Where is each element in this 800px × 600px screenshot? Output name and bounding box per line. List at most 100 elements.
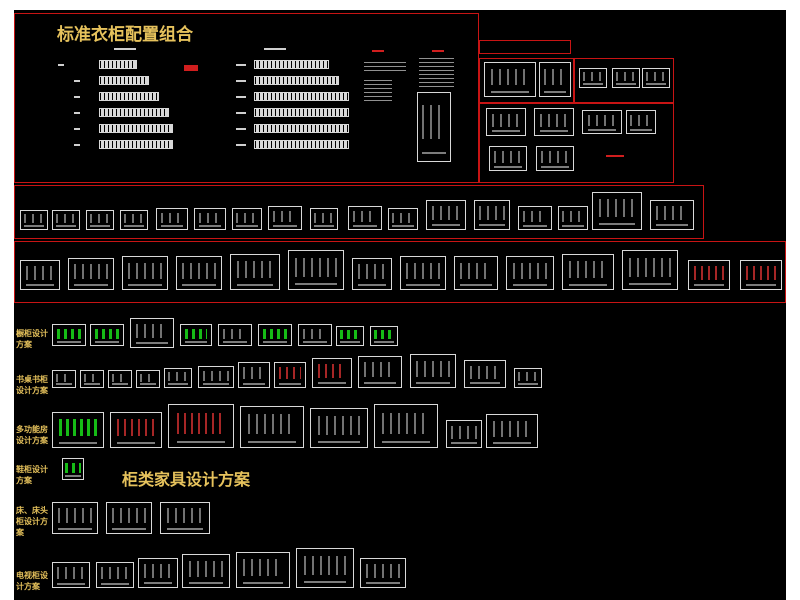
- thumbnail-sheet[interactable]: [536, 146, 574, 171]
- drawing-sheet[interactable]: [108, 370, 132, 388]
- column-header-mark: [114, 48, 136, 50]
- wardrobe-row: [254, 108, 349, 117]
- drawing-sheet[interactable]: [62, 458, 84, 480]
- thumbnail-sheet[interactable]: [534, 108, 574, 136]
- drawing-sheet[interactable]: [120, 210, 148, 230]
- drawing-sheet[interactable]: [52, 370, 76, 388]
- drawing-sheet[interactable]: [374, 404, 438, 448]
- thumbnail-sheet[interactable]: [582, 110, 622, 134]
- row-marker: [236, 80, 246, 82]
- row-marker: [74, 80, 80, 82]
- drawing-sheet[interactable]: [506, 256, 554, 290]
- drawing-sheet[interactable]: [426, 200, 466, 230]
- drawing-sheet[interactable]: [106, 502, 152, 534]
- frame-row-3: [14, 241, 786, 303]
- drawing-sheet[interactable]: [360, 558, 406, 588]
- drawing-sheet[interactable]: [52, 562, 90, 588]
- drawing-sheet[interactable]: [740, 260, 782, 290]
- drawing-sheet[interactable]: [86, 210, 114, 230]
- drawing-sheet[interactable]: [298, 324, 332, 346]
- drawing-sheet[interactable]: [352, 258, 392, 290]
- drawing-sheet[interactable]: [274, 362, 306, 388]
- row-label-multifunction: 多功能房设计方案: [16, 424, 48, 445]
- drawing-sheet[interactable]: [230, 254, 280, 290]
- drawing-sheet[interactable]: [90, 324, 124, 346]
- drawing-sheet[interactable]: [176, 256, 222, 290]
- drawing-sheet[interactable]: [688, 260, 730, 290]
- drawing-sheet[interactable]: [288, 250, 344, 290]
- drawing-sheet[interactable]: [232, 208, 262, 230]
- drawing-sheet[interactable]: [370, 326, 398, 346]
- cad-drawing-canvas[interactable]: 标准衣柜配置组合: [14, 10, 786, 600]
- drawing-sheet[interactable]: [160, 502, 210, 534]
- drawing-sheet[interactable]: [446, 420, 482, 448]
- wardrobe-row: [254, 140, 349, 149]
- drawing-sheet[interactable]: [238, 362, 270, 388]
- drawing-sheet[interactable]: [20, 210, 48, 230]
- drawing-sheet[interactable]: [312, 358, 352, 388]
- drawing-sheet[interactable]: [236, 552, 290, 588]
- drawing-sheet[interactable]: [310, 208, 338, 230]
- drawing-sheet[interactable]: [136, 370, 160, 388]
- drawing-sheet[interactable]: [464, 360, 506, 388]
- drawing-sheet[interactable]: [194, 208, 226, 230]
- drawing-sheet[interactable]: [474, 200, 510, 230]
- thumbnail-sheet[interactable]: [486, 108, 526, 136]
- drawing-sheet[interactable]: [80, 370, 104, 388]
- row-marker: [236, 64, 246, 66]
- drawing-sheet[interactable]: [514, 368, 542, 388]
- drawing-sheet[interactable]: [130, 318, 174, 348]
- drawing-sheet[interactable]: [240, 406, 304, 448]
- drawing-sheet[interactable]: [562, 254, 614, 290]
- drawing-sheet[interactable]: [198, 366, 234, 388]
- drawing-sheet[interactable]: [20, 260, 60, 290]
- drawing-sheet[interactable]: [558, 206, 588, 230]
- thumbnail-sheet[interactable]: [539, 62, 571, 97]
- drawing-sheet[interactable]: [218, 324, 252, 346]
- row-label-tv: 电视柜设计方案: [16, 570, 48, 591]
- thumbnail-sheet[interactable]: [489, 146, 527, 171]
- drawing-sheet[interactable]: [180, 324, 212, 346]
- drawing-sheet[interactable]: [454, 256, 498, 290]
- drawing-sheet[interactable]: [310, 408, 368, 448]
- drawing-sheet[interactable]: [168, 404, 234, 448]
- row-label-desk: 书桌书柜设计方案: [16, 374, 48, 395]
- drawing-sheet[interactable]: [296, 548, 354, 588]
- drawing-sheet[interactable]: [182, 554, 230, 588]
- thumbnail-sheet[interactable]: [626, 110, 656, 134]
- drawing-sheet[interactable]: [52, 324, 86, 346]
- drawing-sheet[interactable]: [336, 326, 364, 346]
- wardrobe-row: [254, 60, 329, 69]
- drawing-sheet[interactable]: [410, 354, 456, 388]
- thumbnail-sheet[interactable]: [484, 62, 536, 97]
- drawing-sheet[interactable]: [68, 258, 114, 290]
- drawing-sheet[interactable]: [52, 210, 80, 230]
- detail-sheet[interactable]: [417, 92, 451, 162]
- wardrobe-row: [99, 140, 173, 149]
- drawing-sheet[interactable]: [358, 356, 402, 388]
- drawing-sheet[interactable]: [122, 256, 168, 290]
- drawing-sheet[interactable]: [138, 558, 178, 588]
- drawing-sheet[interactable]: [486, 414, 538, 448]
- drawing-sheet[interactable]: [348, 206, 382, 230]
- drawing-sheet[interactable]: [110, 412, 162, 448]
- drawing-sheet[interactable]: [592, 192, 642, 230]
- drawing-sheet[interactable]: [518, 206, 552, 230]
- drawing-sheet[interactable]: [52, 502, 98, 534]
- thumbnail-sheet[interactable]: [579, 68, 607, 88]
- drawing-sheet[interactable]: [96, 562, 134, 588]
- row-marker: [236, 128, 246, 130]
- drawing-sheet[interactable]: [268, 206, 302, 230]
- drawing-sheet[interactable]: [650, 200, 694, 230]
- drawing-title: 标准衣柜配置组合: [57, 25, 193, 45]
- drawing-sheet[interactable]: [164, 368, 192, 388]
- drawing-sheet[interactable]: [400, 256, 446, 290]
- drawing-sheet[interactable]: [258, 324, 292, 346]
- drawing-sheet[interactable]: [156, 208, 188, 230]
- drawing-sheet[interactable]: [388, 208, 418, 230]
- thumbnail-sheet[interactable]: [612, 68, 640, 88]
- row-marker: [74, 112, 80, 114]
- drawing-sheet[interactable]: [52, 412, 104, 448]
- thumbnail-sheet[interactable]: [642, 68, 670, 88]
- drawing-sheet[interactable]: [622, 250, 678, 290]
